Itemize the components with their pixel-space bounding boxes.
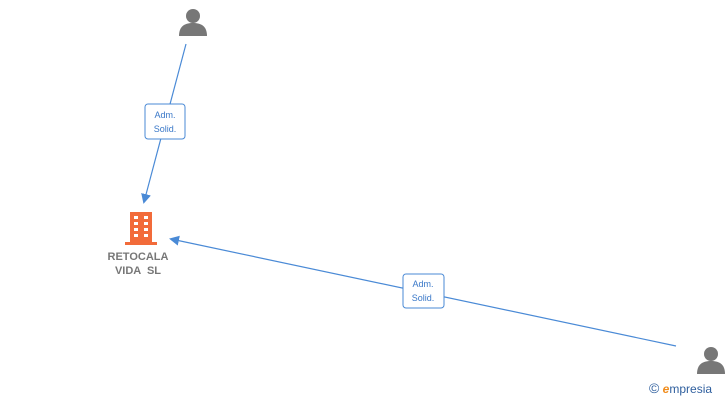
edge-label-top-line1: Adm.	[154, 110, 175, 120]
brand-logo-initial: e	[662, 382, 670, 396]
building-icon[interactable]	[125, 212, 157, 245]
edge-label-bottom: Adm. Solid.	[402, 273, 445, 309]
company-name[interactable]: RETOCALA VIDA SL	[88, 250, 188, 278]
empresia-watermark: © empresia	[649, 380, 712, 397]
company-name-line1: RETOCALA	[107, 251, 169, 263]
edge-label-top-line2: Solid.	[154, 124, 177, 134]
company-name-line2: VIDA SL	[114, 265, 162, 277]
copyright-icon: ©	[649, 380, 660, 396]
brand-name: mpresia	[669, 382, 713, 396]
person-icon[interactable]	[179, 9, 207, 36]
edge-label-bottom-line1: Adm.	[412, 279, 433, 289]
edge-label-top: Adm. Solid.	[144, 103, 186, 140]
person-icon[interactable]	[697, 347, 725, 374]
edge-label-bottom-line2: Solid.	[412, 293, 435, 303]
